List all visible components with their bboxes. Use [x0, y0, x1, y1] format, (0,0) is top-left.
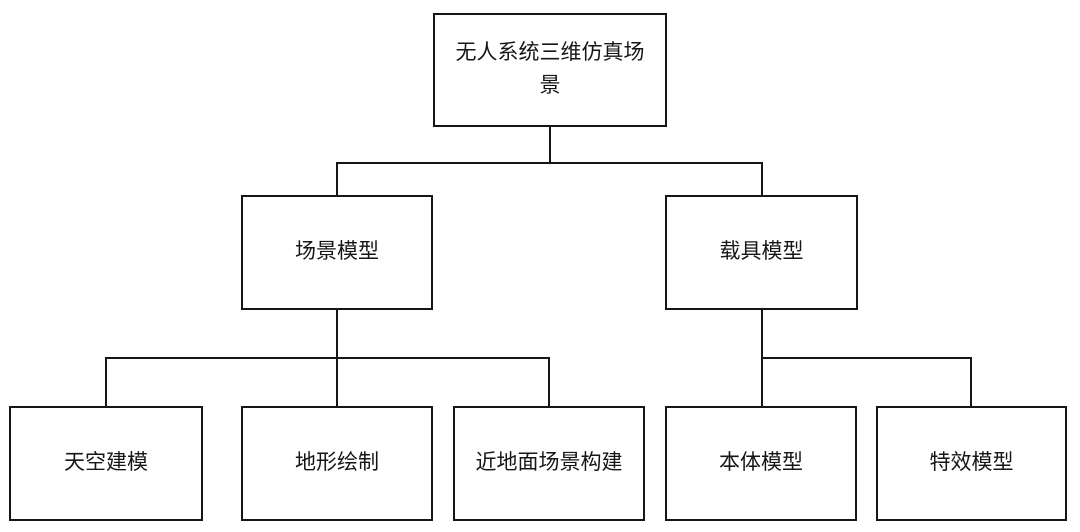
node-terrain-drawing-label: 地形绘制	[295, 451, 379, 475]
node-root-label: 无人系统三维仿真场景	[455, 41, 645, 97]
connector-drop-scene-model	[336, 162, 338, 195]
node-scene-model-label: 场景模型	[295, 240, 379, 264]
connector-drop-sky-modeling	[105, 357, 107, 406]
connector-drop-vehicle-model	[761, 162, 763, 195]
node-effects-model-label: 特效模型	[929, 451, 1014, 475]
connector-level1-rail	[336, 162, 763, 164]
node-vehicle-model: 载具模型	[665, 195, 858, 310]
node-root: 无人系统三维仿真场景	[433, 13, 667, 127]
node-near-ground-scene-label: 近地面场景构建	[475, 451, 623, 475]
node-vehicle-model-label: 载具模型	[719, 240, 804, 264]
node-effects-model: 特效模型	[876, 406, 1067, 521]
connector-vehicle-rail	[761, 357, 972, 359]
connector-root-stem	[549, 127, 551, 162]
node-body-model-label: 本体模型	[719, 451, 803, 475]
connector-drop-effects-model	[970, 357, 972, 406]
node-body-model: 本体模型	[665, 406, 857, 521]
connector-drop-near-ground-scene	[548, 357, 550, 406]
connector-scene-rail	[105, 357, 550, 359]
node-sky-modeling-label: 天空建模	[64, 451, 148, 475]
node-scene-model: 场景模型	[241, 195, 433, 310]
node-terrain-drawing: 地形绘制	[241, 406, 433, 521]
node-sky-modeling: 天空建模	[9, 406, 203, 521]
node-near-ground-scene: 近地面场景构建	[453, 406, 645, 521]
